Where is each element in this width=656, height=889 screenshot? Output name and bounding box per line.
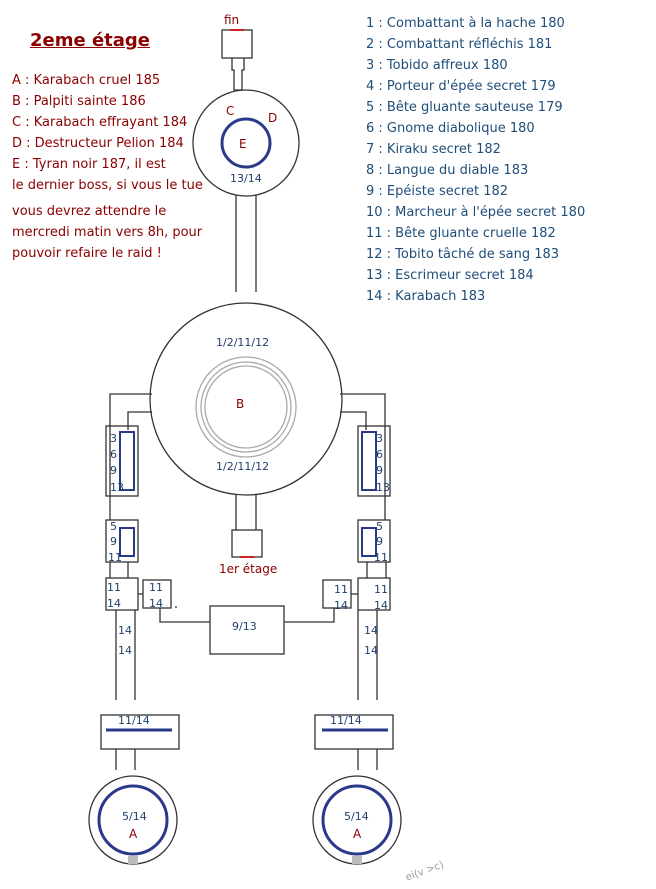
boss-legend-line: pouvoir refaire le raid ! bbox=[12, 246, 162, 261]
label-right-514: 5/14 bbox=[344, 810, 369, 823]
monster-legend-item: 14 : Karabach 183 bbox=[366, 289, 486, 304]
label-room-c: C bbox=[226, 104, 235, 118]
monster-legend-item: 7 : Kiraku secret 182 bbox=[366, 142, 501, 157]
label-right-mid-1: 9 bbox=[376, 535, 383, 548]
label-left-col-3: 13 bbox=[110, 481, 124, 494]
label-left-mid-2: 11 bbox=[108, 551, 122, 564]
center-room-9-13 bbox=[209, 605, 285, 655]
lower-exit-corridor bbox=[235, 494, 257, 530]
right-mid-room bbox=[357, 519, 391, 563]
boss-legend-line: C : Karabach effrayant 184 bbox=[12, 115, 188, 130]
right-wing-connector bbox=[340, 393, 386, 520]
label-right-col-3: 13 bbox=[376, 481, 390, 494]
boss-legend-line: B : Palpiti sainte 186 bbox=[12, 94, 146, 109]
boss-legend-line: A : Karabach cruel 185 bbox=[12, 73, 161, 88]
exit-room-first-floor bbox=[231, 529, 263, 558]
label-big-bottom: 1/2/11/12 bbox=[216, 460, 270, 473]
label-room-d: D bbox=[268, 111, 278, 125]
boss-legend-line: vous devrez attendre le bbox=[12, 204, 167, 219]
label-fin: fin bbox=[224, 13, 240, 27]
label-left-a-1: 14 bbox=[107, 597, 121, 610]
label-room-b: B bbox=[236, 397, 245, 411]
label-left-514: 5/14 bbox=[122, 810, 147, 823]
boss-legend-line: le dernier boss, si vous le tue bbox=[12, 178, 203, 193]
monster-legend-item: 6 : Gnome diabolique 180 bbox=[366, 121, 535, 136]
monster-legend-item: 1 : Combattant à la hache 180 bbox=[366, 16, 565, 31]
label-right-a-0: 11 bbox=[374, 583, 388, 596]
label-left-b-0: 11 bbox=[149, 581, 163, 594]
monster-legend-item: 2 : Combattant réfléchis 181 bbox=[366, 37, 553, 52]
label-center-913: 9/13 bbox=[232, 620, 257, 633]
label-left-col-0: 3 bbox=[110, 432, 117, 445]
monster-legend-item: 4 : Porteur d'épée secret 179 bbox=[366, 79, 556, 94]
label-right-14a: 14 bbox=[364, 624, 378, 637]
monster-legend-item: 9 : Epéiste secret 182 bbox=[366, 184, 509, 199]
floor-title: 2eme étage bbox=[30, 30, 151, 51]
label-left-col-1: 6 bbox=[110, 448, 117, 461]
label-right-mid-2: 11 bbox=[374, 551, 388, 564]
label-right-col-1: 6 bbox=[376, 448, 383, 461]
label-top-1314: 13/14 bbox=[230, 172, 262, 185]
right-lower-room bbox=[314, 714, 394, 750]
right-column-room bbox=[357, 425, 391, 497]
label-right-1114: 11/14 bbox=[330, 714, 362, 727]
monster-legend-item: 5 : Bête gluante sauteuse 179 bbox=[366, 100, 563, 115]
monster-legend-item: 12 : Tobito tâché de sang 183 bbox=[366, 247, 560, 262]
label-room-e: E bbox=[239, 137, 247, 151]
label-right-room-a: A bbox=[353, 827, 362, 841]
monster-legend-item: 10 : Marcheur à l'épée secret 180 bbox=[366, 205, 586, 220]
label-right-b-0: 11 bbox=[334, 583, 348, 596]
label-right-col-0: 3 bbox=[376, 432, 383, 445]
monster-legend-item: 3 : Tobido affreux 180 bbox=[366, 58, 508, 73]
label-right-mid-0: 5 bbox=[376, 520, 383, 533]
boss-legend-line: E : Tyran noir 187, il est bbox=[12, 157, 166, 172]
monster-legend-item: 11 : Bête gluante cruelle 182 bbox=[366, 226, 556, 241]
label-left-mid-1: 9 bbox=[110, 535, 117, 548]
label-left-14a: 14 bbox=[118, 624, 132, 637]
left-wing-connector bbox=[109, 393, 152, 520]
left-lower-room bbox=[100, 714, 180, 750]
label-big-top: 1/2/11/12 bbox=[216, 336, 270, 349]
central-round-room bbox=[149, 302, 343, 496]
label-first-floor: 1er étage bbox=[219, 562, 278, 576]
label-right-col-2: 9 bbox=[376, 464, 383, 477]
left-column-room bbox=[105, 425, 139, 497]
left-mid-room bbox=[105, 519, 139, 563]
label-right-a-1: 14 bbox=[374, 599, 388, 612]
label-right-b-1: 14 bbox=[334, 599, 348, 612]
boss-legend-line: D : Destructeur Pelion 184 bbox=[12, 136, 184, 151]
label-right-14b: 14 bbox=[364, 644, 378, 657]
upper-corridor bbox=[235, 195, 257, 292]
label-left-mid-0: 5 bbox=[110, 520, 117, 533]
monster-legend-item: 13 : Escrimeur secret 184 bbox=[366, 268, 534, 283]
label-left-1114: 11/14 bbox=[118, 714, 150, 727]
top-round-room bbox=[192, 89, 300, 197]
label-left-room-a: A bbox=[129, 827, 138, 841]
label-left-14b: 14 bbox=[118, 644, 132, 657]
label-left-a-0: 11 bbox=[107, 581, 121, 594]
exit-room-fin bbox=[221, 29, 253, 59]
monster-legend-item: 8 : Langue du diable 183 bbox=[366, 163, 529, 178]
label-left-col-2: 9 bbox=[110, 464, 117, 477]
label-left-b-1: 14 bbox=[149, 597, 163, 610]
boss-legend-line: mercredi matin vers 8h, pour bbox=[12, 225, 203, 240]
